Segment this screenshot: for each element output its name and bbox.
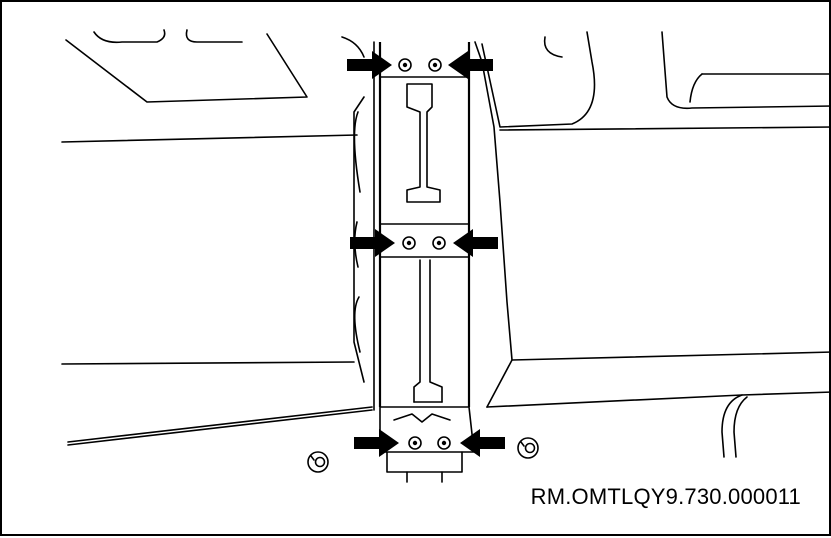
mounting-bracket [373, 41, 513, 483]
screw-center-icon [441, 440, 447, 446]
nut-icon [517, 437, 539, 459]
arrow-right-icon [347, 51, 392, 79]
fastener-row-bottom [354, 429, 505, 457]
screw-center-icon [432, 62, 438, 68]
arrow-left-icon [448, 51, 493, 79]
arrow-left-icon [460, 429, 505, 457]
arrow-left-icon [453, 229, 498, 257]
arrow-right-icon [350, 229, 395, 257]
screw-center-icon [406, 240, 412, 246]
screw-center-icon [412, 440, 418, 446]
left-flange [353, 96, 365, 383]
fastener-row-top [347, 51, 493, 79]
figure-reference-code: RM.OMTLQY9.730.000011 [530, 484, 801, 509]
arrow-right-icon [354, 429, 399, 457]
nut-icon [307, 451, 329, 473]
screw-center-icon [436, 240, 442, 246]
panel-lines [61, 134, 831, 458]
loose-nuts [307, 437, 539, 473]
screw-center-icon [402, 62, 408, 68]
upper-left-panel [65, 29, 365, 103]
fastener-row-middle [350, 229, 498, 257]
upper-right-panel [481, 31, 831, 131]
